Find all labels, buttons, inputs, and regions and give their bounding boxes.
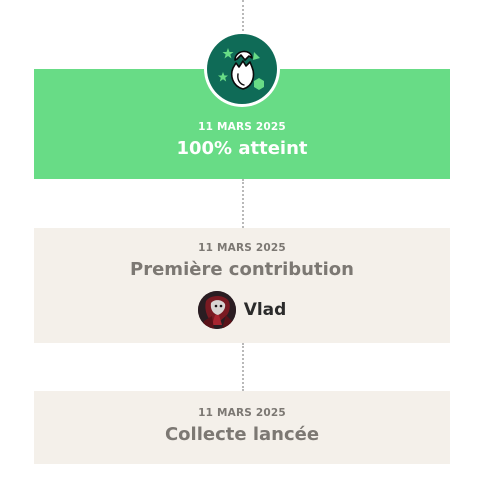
contributor-name[interactable]: Vlad — [243, 300, 287, 320]
milestone-title: 100% atteint — [176, 138, 308, 159]
milestone-card-first-contribution: 11 MARS 2025 Première contribution Vlad — [34, 228, 450, 343]
contributor[interactable]: Vlad — [34, 291, 450, 329]
milestone-date: 11 MARS 2025 — [198, 121, 286, 133]
milestone-date: 11 MARS 2025 — [198, 407, 286, 419]
milestone-badge — [204, 31, 280, 107]
timeline-line-bottom — [242, 343, 244, 391]
timeline-line-middle — [242, 179, 244, 228]
milestone-title: Première contribution — [130, 259, 354, 280]
milestone-card-campaign-launched: 11 MARS 2025 Collecte lancée — [34, 391, 450, 464]
avatar-image — [197, 291, 236, 329]
timeline-line-top — [242, 0, 244, 31]
milestone-title: Collecte lancée — [164, 424, 320, 445]
user-avatar[interactable] — [197, 291, 236, 329]
hatched-egg-icon — [218, 48, 264, 90]
milestone-date: 11 MARS 2025 — [198, 242, 286, 254]
